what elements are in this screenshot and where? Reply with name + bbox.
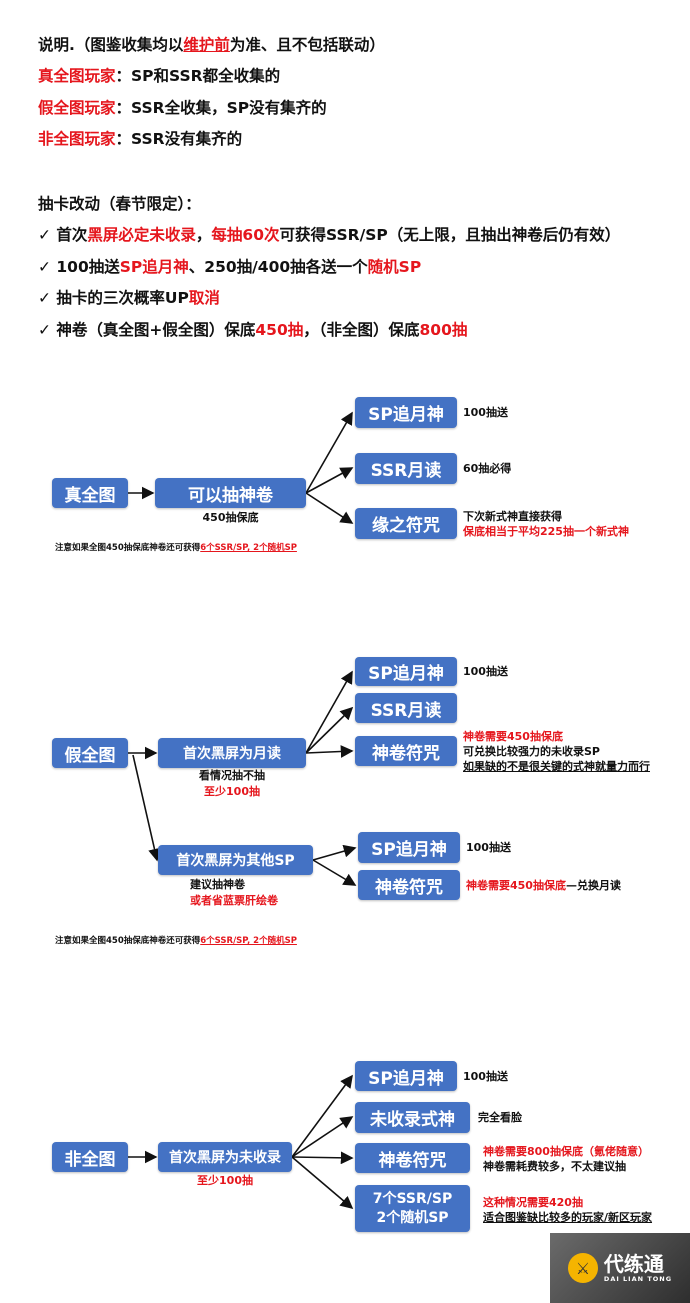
footnote-text: 注意如果全图450抽保底神卷还可获得 bbox=[55, 936, 201, 946]
note: 神卷需要800抽保底（氪佬随意） bbox=[483, 1145, 649, 1158]
footnote: 注意如果全图450抽保底神卷还可获得6个SSR/SP, 2个随机SP bbox=[55, 934, 297, 946]
highlight-text: 假全图玩家 bbox=[38, 99, 116, 117]
highlight-text: 非全图玩家 bbox=[38, 130, 116, 148]
note: 完全看脸 bbox=[478, 1111, 522, 1124]
text-segment: ✓ 首次 bbox=[38, 226, 88, 244]
highlight-text: 真全图玩家 bbox=[38, 67, 116, 85]
node-non-full: 非全图 bbox=[52, 1142, 128, 1172]
highlight-text: 随机SP bbox=[367, 258, 422, 276]
intro-line-4: 非全图玩家：SSR没有集齐的 bbox=[38, 129, 242, 149]
node-sp-moon: SP追月神 bbox=[355, 1061, 457, 1091]
text-segment: ✓ 抽卡的三次概率UP bbox=[38, 289, 189, 307]
node-first-uncollected: 首次黑屏为未收录 bbox=[158, 1142, 292, 1172]
node-ssr-tsukuyomi: SSR月读 bbox=[355, 693, 457, 723]
node-uncollected-shikigami: 未收录式神 bbox=[355, 1102, 470, 1133]
node-first-tsukuyomi: 首次黑屏为月读 bbox=[158, 738, 306, 768]
node-sp-moon: SP追月神 bbox=[358, 832, 460, 863]
change-item: ✓ 神卷（真全图+假全图）保底450抽，（非全图）保底800抽 bbox=[38, 320, 467, 340]
node-first-other-sp: 首次黑屏为其他SP bbox=[158, 845, 313, 875]
caption: 看情况抽不抽 bbox=[199, 769, 265, 782]
text-segment: 、250抽/400抽各送一个 bbox=[188, 258, 368, 276]
highlight-text: 800抽 bbox=[419, 321, 468, 339]
note: 可兑换比较强力的未收录SP bbox=[463, 745, 600, 758]
caption: 至少100抽 bbox=[204, 785, 260, 798]
text-segment: ， bbox=[195, 226, 212, 244]
changes-title: 抽卡改动（春节限定）： bbox=[38, 195, 201, 213]
highlight-text: SP追月神 bbox=[119, 258, 189, 276]
text-segment: ✓ 100抽送 bbox=[38, 258, 120, 276]
footnote: 注意如果全图450抽保底神卷还可获得6个SSR/SP, 2个随机SP bbox=[55, 541, 297, 553]
node-scroll-talisman: 神卷符咒 bbox=[358, 870, 460, 900]
text-segment: 说明.（图鉴收集均以 bbox=[38, 36, 184, 54]
node-scroll-talisman: 神卷符咒 bbox=[355, 736, 457, 766]
logo-icon: ⚔ bbox=[567, 1253, 598, 1283]
node-scroll-talisman: 神卷符咒 bbox=[355, 1143, 470, 1173]
node-sp-moon: SP追月神 bbox=[355, 397, 457, 428]
text-segment: 为准、且不包括联动） bbox=[229, 36, 385, 54]
change-item: ✓ 抽卡的三次概率UP取消 bbox=[38, 288, 220, 308]
caption: 建议抽神卷 bbox=[190, 878, 245, 891]
note: 100抽送 bbox=[463, 406, 508, 419]
change-item: ✓ 首次黑屏必定未收录，每抽60次可获得SSR/SP（无上限，且抽出神卷后仍有效… bbox=[38, 225, 620, 245]
note: 如果缺的不是很关键的式神就量力而行 bbox=[463, 760, 650, 773]
caption: 或者省蓝票肝绘卷 bbox=[190, 894, 278, 907]
text-segment: ：SSR没有集齐的 bbox=[115, 130, 243, 148]
note: 这种情况需要420抽 bbox=[483, 1196, 583, 1209]
note: 60抽必得 bbox=[463, 462, 512, 475]
text-segment: ，（非全图）保底 bbox=[303, 321, 420, 339]
bundle-line-2: 2个随机SP bbox=[376, 1209, 449, 1226]
text-segment: ✓ 神卷（真全图+假全图）保底 bbox=[38, 321, 256, 339]
node-sp-moon: SP追月神 bbox=[355, 657, 457, 686]
text-segment: ：SP和SSR都全收集的 bbox=[115, 67, 281, 85]
note: 下次新式神直接获得 bbox=[463, 510, 562, 523]
caption: 450抽保底 bbox=[202, 511, 259, 524]
note: 100抽送 bbox=[463, 1070, 508, 1083]
node-can-draw-scroll: 可以抽神卷 bbox=[155, 478, 306, 508]
highlight-text: 取消 bbox=[188, 289, 220, 307]
note: 100抽送 bbox=[463, 665, 508, 678]
footnote-highlight: 6个SSR/SP, 2个随机SP bbox=[200, 543, 297, 553]
note-highlight: 神卷需要450抽保底 bbox=[466, 879, 566, 892]
caption: 至少100抽 bbox=[197, 1174, 253, 1187]
logo-text: 代练通 bbox=[603, 1252, 664, 1276]
note: 保底相当于平均225抽一个新式神 bbox=[463, 525, 629, 538]
node-ssr-tsukuyomi: SSR月读 bbox=[355, 453, 457, 484]
text-segment: ：SSR全收集，SP没有集齐的 bbox=[115, 99, 327, 117]
node-fake-full: 假全图 bbox=[52, 738, 128, 768]
footnote-highlight: 6个SSR/SP, 2个随机SP bbox=[200, 936, 297, 946]
footnote-text: 注意如果全图450抽保底神卷还可获得 bbox=[55, 543, 201, 553]
note-text: —兑换月读 bbox=[565, 879, 621, 892]
node-fate-talisman: 缘之符咒 bbox=[355, 508, 457, 539]
note: 神卷需要450抽保底—兑换月读 bbox=[466, 878, 621, 893]
intro-line-3: 假全图玩家：SSR全收集，SP没有集齐的 bbox=[38, 98, 327, 118]
watermark-logo: ⚔ 代练通 DAI LIAN TONG bbox=[550, 1233, 690, 1303]
highlight-text: 每抽60次 bbox=[211, 226, 280, 244]
highlight-text: 450抽 bbox=[255, 321, 304, 339]
bundle-line-1: 7个SSR/SP bbox=[372, 1190, 453, 1207]
intro-line-1: 说明.（图鉴收集均以维护前为准、且不包括联动） bbox=[38, 35, 385, 55]
highlight-text: 维护前 bbox=[183, 36, 230, 54]
intro-line-2: 真全图玩家：SP和SSR都全收集的 bbox=[38, 66, 280, 86]
note: 神卷需耗费较多，不太建议抽 bbox=[483, 1160, 626, 1173]
note: 适合图鉴缺比较多的玩家/新区玩家 bbox=[483, 1211, 653, 1224]
node-true-full: 真全图 bbox=[52, 478, 128, 508]
note: 100抽送 bbox=[466, 841, 511, 854]
logo-subtext: DAI LIAN TONG bbox=[603, 1275, 673, 1283]
highlight-text: 黑屏必定未收录 bbox=[87, 226, 196, 244]
change-item: ✓ 100抽送SP追月神、250抽/400抽各送一个随机SP bbox=[38, 257, 421, 277]
note: 神卷需要450抽保底 bbox=[463, 730, 563, 743]
text-segment: 可获得SSR/SP（无上限，且抽出神卷后仍有效） bbox=[279, 226, 621, 244]
node-ssr-sp-bundle: 7个SSR/SP 2个随机SP bbox=[355, 1185, 470, 1232]
